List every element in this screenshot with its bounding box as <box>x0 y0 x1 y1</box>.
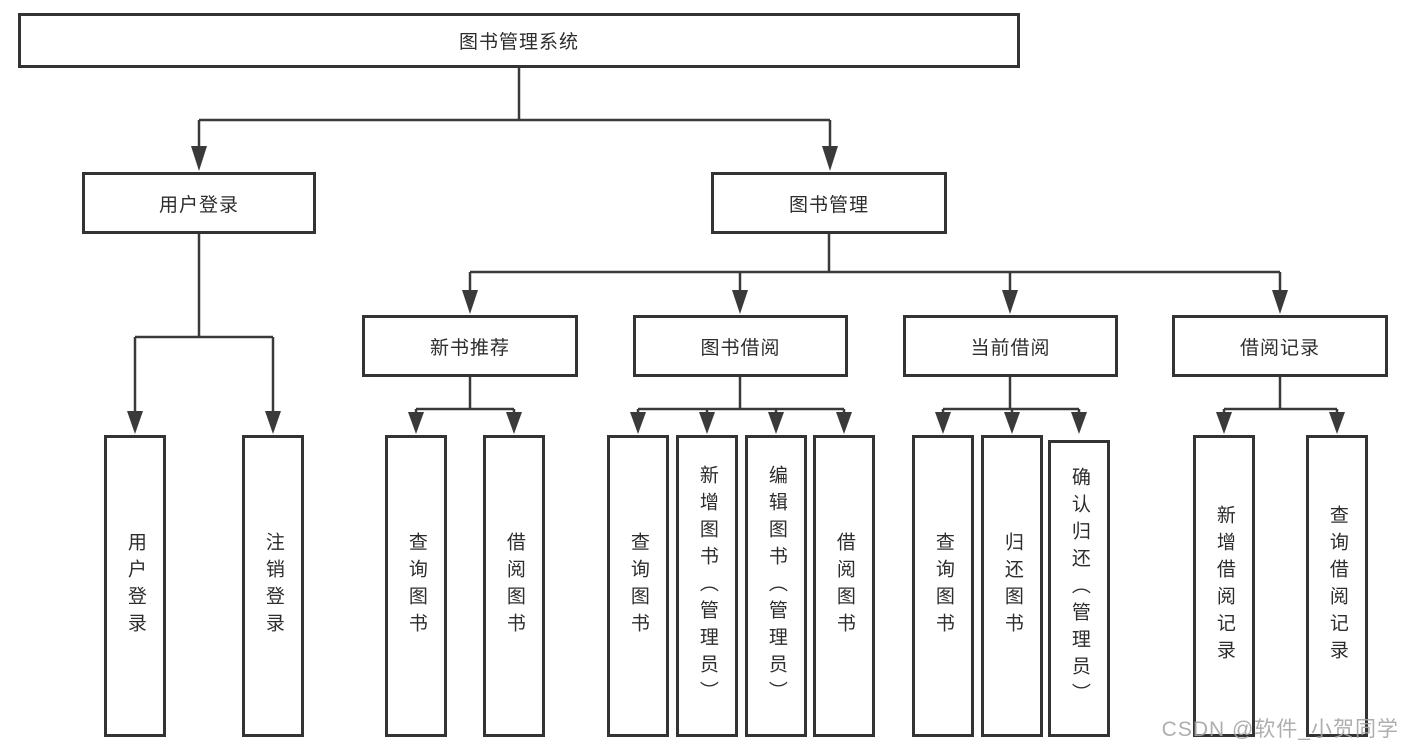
leaf-current-query: 查询图书 <box>912 435 974 737</box>
leaf-user-login-label: 用户登录 <box>124 532 146 640</box>
node-book-management-label: 图书管理 <box>788 194 869 216</box>
leaf-borrow-edit-admin-label: 编辑图书（管理员） <box>765 464 787 708</box>
leaf-borrow-book-label: 借阅图书 <box>833 532 855 640</box>
leaf-newbooks-borrow: 借阅图书 <box>483 435 545 737</box>
leaf-current-query-label: 查询图书 <box>932 532 954 640</box>
leaf-borrow-book: 借阅图书 <box>813 435 875 737</box>
node-book-borrow-label: 图书借阅 <box>700 337 781 359</box>
leaf-records-query-label: 查询借阅记录 <box>1326 505 1348 667</box>
leaf-borrow-add-admin: 新增图书（管理员） <box>676 435 738 737</box>
leaf-borrow-add-admin-label: 新增图书（管理员） <box>696 464 718 708</box>
leaf-current-confirm-admin: 确认归还（管理员） <box>1048 440 1110 737</box>
node-borrow-records-label: 借阅记录 <box>1239 337 1320 359</box>
node-borrow-records: 借阅记录 <box>1172 315 1388 377</box>
node-book-borrow: 图书借阅 <box>633 315 848 377</box>
node-new-books: 新书推荐 <box>362 315 578 377</box>
node-root: 图书管理系统 <box>18 13 1020 68</box>
leaf-records-query: 查询借阅记录 <box>1306 435 1368 737</box>
node-current-borrow: 当前借阅 <box>903 315 1118 377</box>
leaf-records-add: 新增借阅记录 <box>1193 435 1255 737</box>
node-root-label: 图书管理系统 <box>458 32 579 53</box>
leaf-borrow-edit-admin: 编辑图书（管理员） <box>745 435 807 737</box>
node-user-login-label: 用户登录 <box>158 194 239 216</box>
leaf-current-confirm-admin-label: 确认归还（管理员） <box>1068 467 1090 710</box>
leaf-records-add-label: 新增借阅记录 <box>1213 505 1235 667</box>
leaf-borrow-query-label: 查询图书 <box>627 532 649 640</box>
leaf-newbooks-query: 查询图书 <box>385 435 447 737</box>
leaf-logout: 注销登录 <box>242 435 304 737</box>
node-user-login: 用户登录 <box>82 172 316 234</box>
leaf-logout-label: 注销登录 <box>262 532 284 640</box>
node-new-books-label: 新书推荐 <box>429 337 510 359</box>
leaf-borrow-query: 查询图书 <box>607 435 669 737</box>
leaf-current-return: 归还图书 <box>981 435 1043 737</box>
node-book-management: 图书管理 <box>711 172 947 234</box>
leaf-user-login: 用户登录 <box>104 435 166 737</box>
csdn-watermark: CSDN @软件_小贺同学 <box>1161 718 1399 741</box>
leaf-newbooks-borrow-label: 借阅图书 <box>503 532 525 640</box>
node-current-borrow-label: 当前借阅 <box>970 337 1051 359</box>
leaf-current-return-label: 归还图书 <box>1001 532 1023 640</box>
leaf-newbooks-query-label: 查询图书 <box>405 532 427 640</box>
